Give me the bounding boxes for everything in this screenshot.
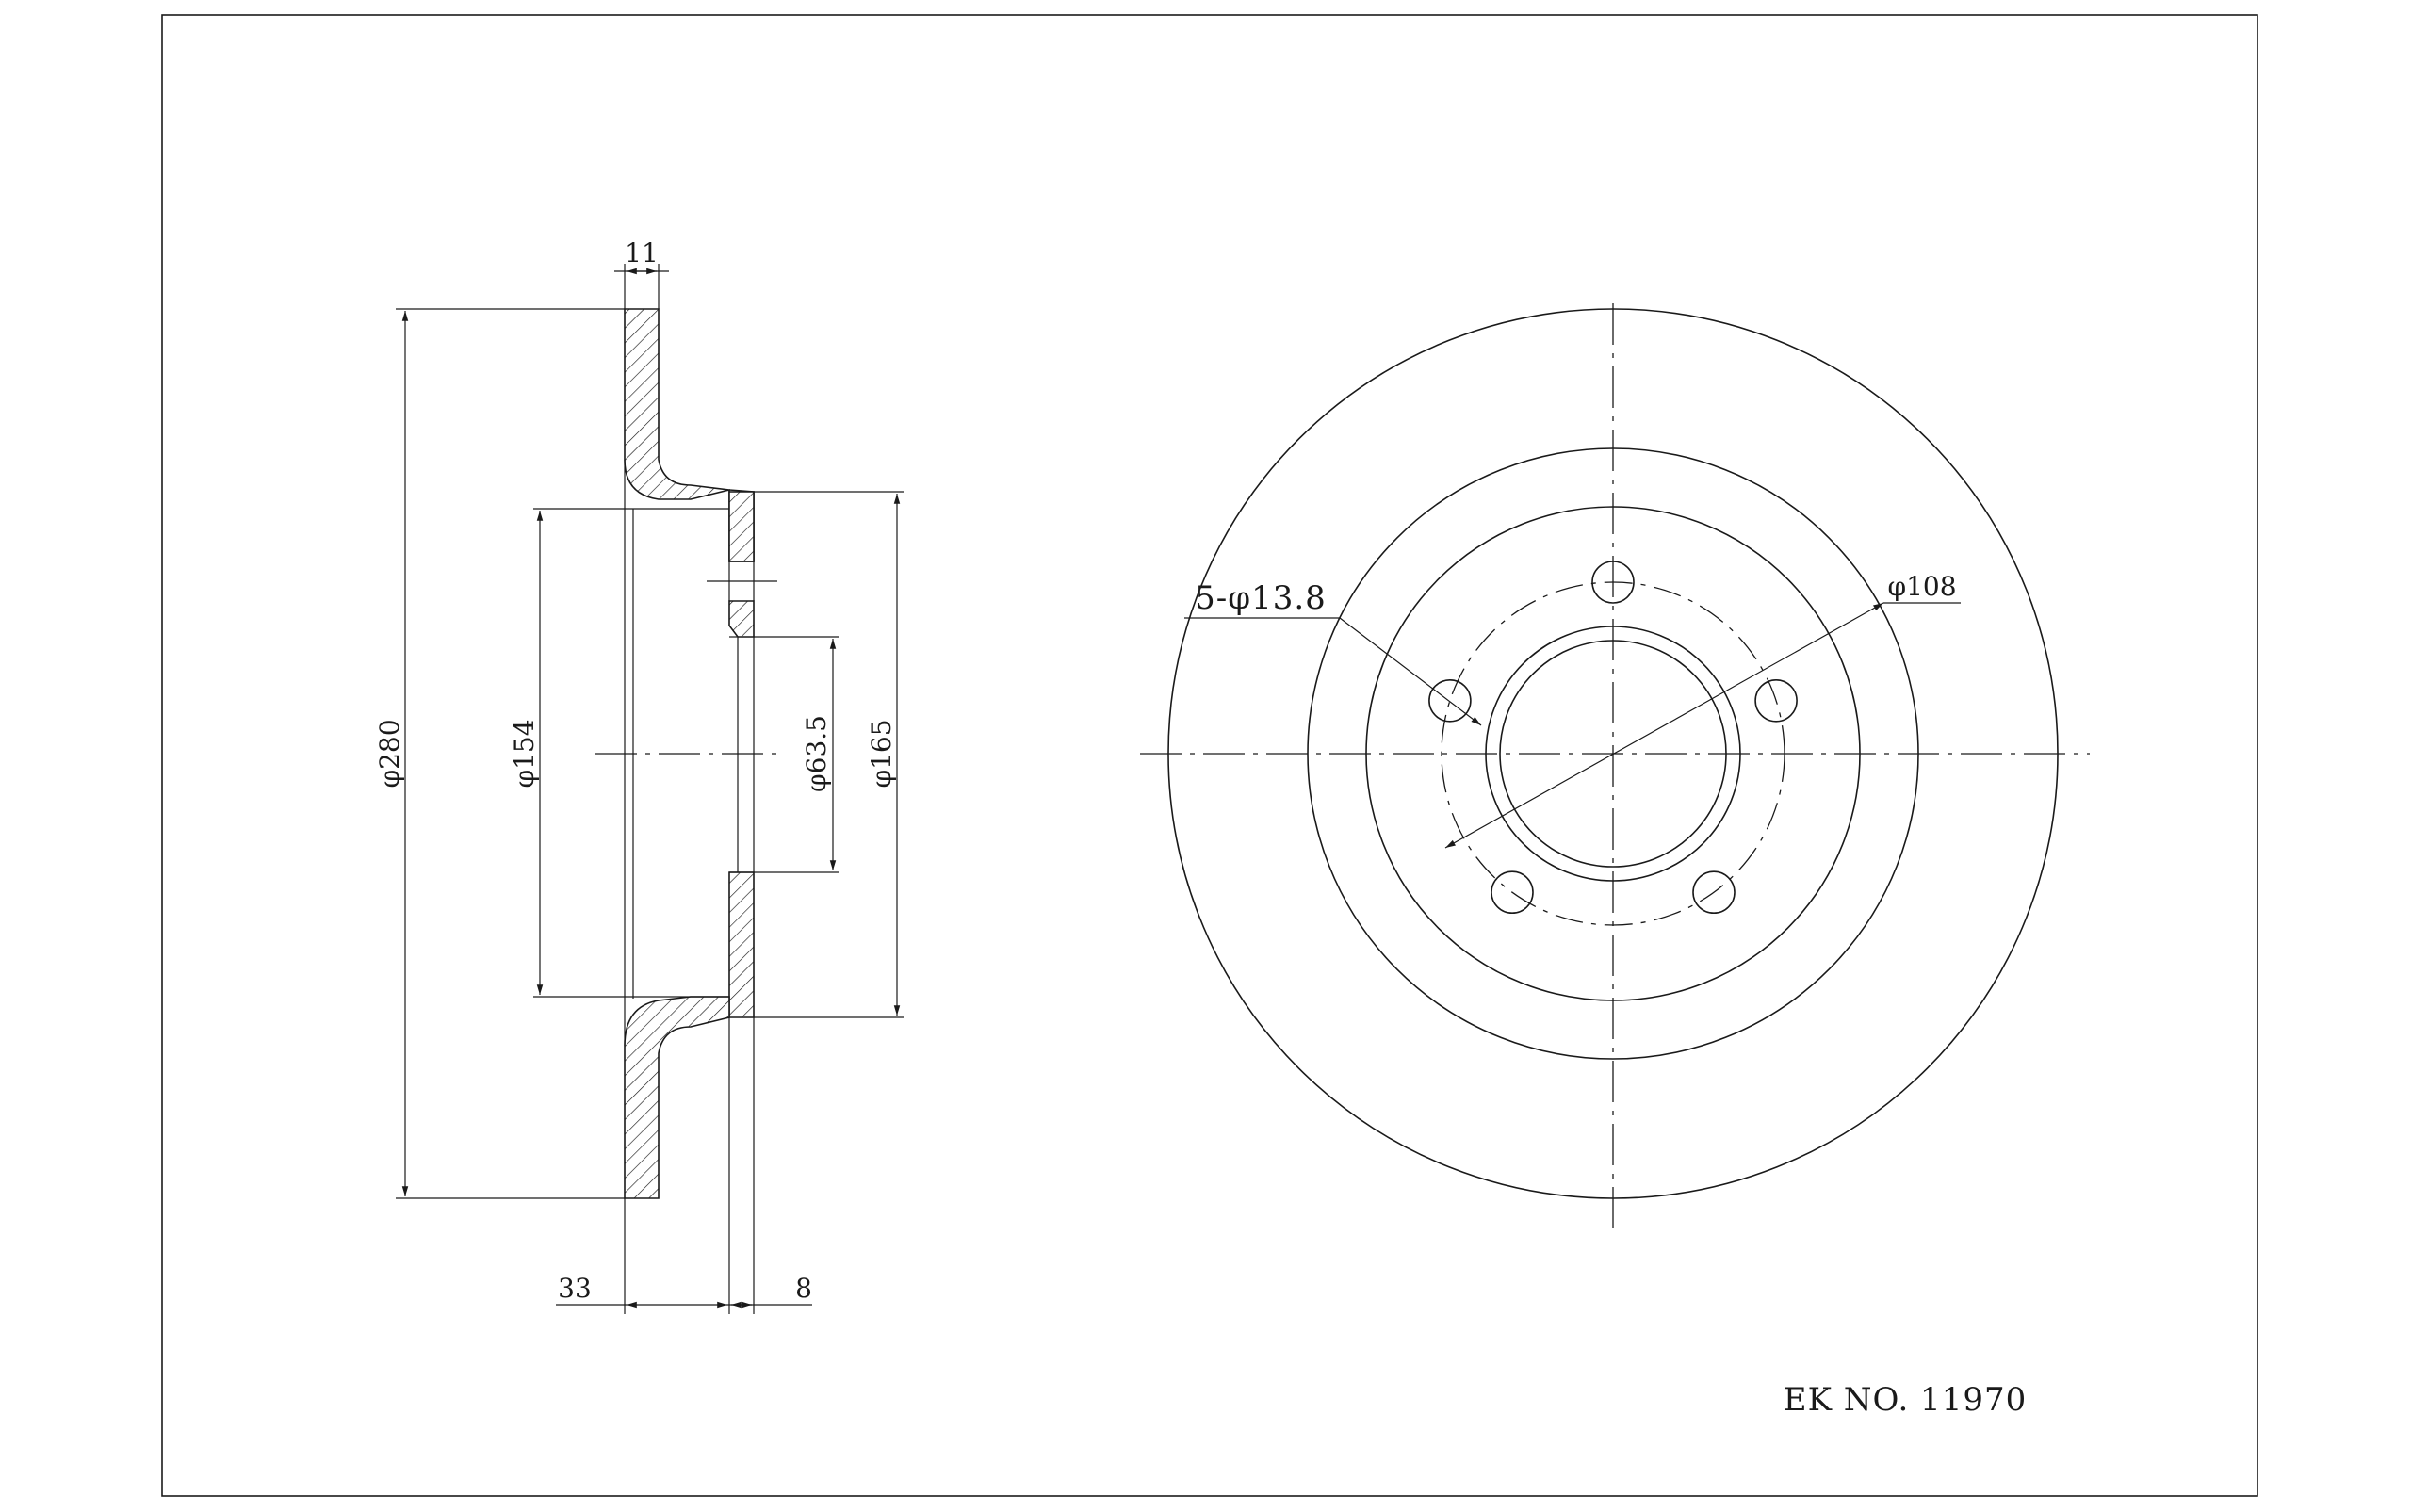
- section-hub-lower: [728, 871, 755, 1018]
- section-hub-upper: [728, 491, 755, 562]
- section-lower-profile: [624, 996, 730, 1199]
- front-view: 5-φ13.8 φ108: [1140, 303, 2090, 1228]
- dim-outer-diameter: φ280: [374, 719, 405, 788]
- bolt-circle-callout: φ108: [1887, 571, 1956, 602]
- section-hub-upper-b: [728, 600, 755, 638]
- dim-hat-outer-diameter: φ165: [866, 719, 897, 788]
- side-section-view: 11 φ280 φ154 φ63.5 φ165 33 8: [374, 237, 904, 1314]
- bolt-hole: [1491, 870, 1534, 915]
- dim-offset: 33: [558, 1273, 592, 1304]
- bolt-holes-callout: 5-φ13.8: [1195, 579, 1327, 617]
- dim-hat-inner-diameter: φ154: [509, 719, 540, 788]
- dim-hub-thickness: 8: [795, 1273, 812, 1304]
- part-number-label: EK NO. 11970: [1784, 1381, 2027, 1419]
- bolt-hole: [1692, 870, 1736, 915]
- dim-disc-thickness: 11: [625, 237, 659, 268]
- dim-center-bore: φ63.5: [801, 715, 832, 792]
- bolt-hole: [1428, 678, 1472, 723]
- drawing-border: [161, 14, 2258, 1497]
